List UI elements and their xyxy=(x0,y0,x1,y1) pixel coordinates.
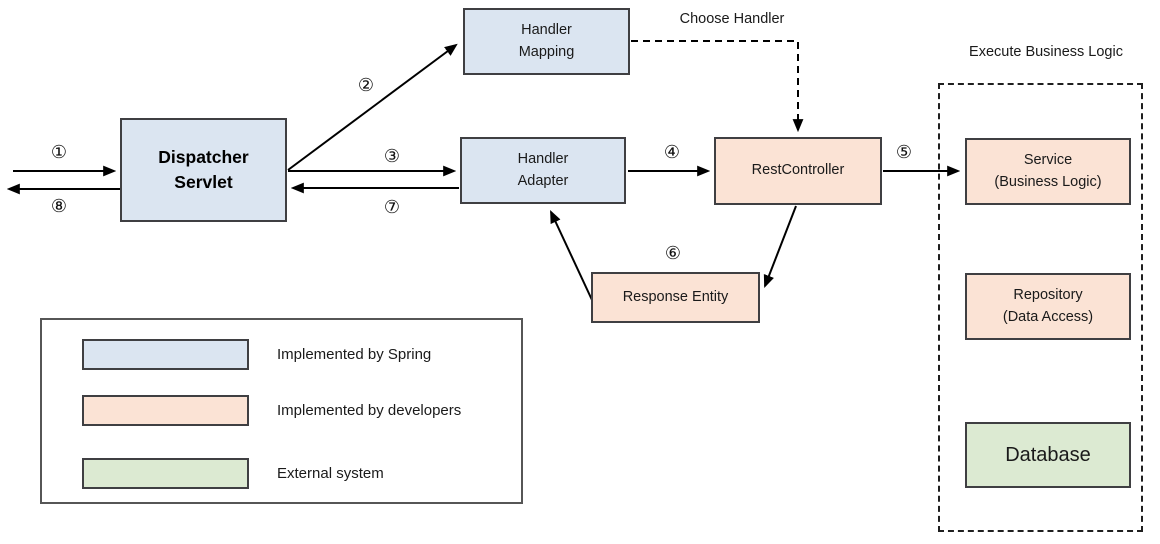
arrow-restcontroller-to-response-entity xyxy=(763,205,797,289)
step-number-8: ⑧ xyxy=(50,196,68,216)
node-response-entity: Response Entity xyxy=(591,272,760,323)
legend-label-external: External system xyxy=(277,465,384,482)
legend-swatch-developers xyxy=(82,395,249,426)
node-handler-mapping: Handler Mapping xyxy=(463,8,630,75)
dashed-arrow-choose-handler xyxy=(631,40,804,133)
step-number-4: ④ xyxy=(663,142,681,162)
choose-handler-label: Choose Handler xyxy=(679,11,785,27)
execute-business-logic-label: Execute Business Logic xyxy=(969,44,1123,60)
legend-box: Implemented by Spring Implemented by dev… xyxy=(40,318,523,504)
step-number-7: ⑦ xyxy=(383,197,401,217)
node-rest-controller: RestController xyxy=(714,137,882,205)
step-number-3: ③ xyxy=(383,146,401,166)
legend-item-external: External system xyxy=(82,458,384,489)
step-number-2: ② xyxy=(357,75,375,95)
legend-item-developers: Implemented by developers xyxy=(82,395,461,426)
node-handler-adapter: Handler Adapter xyxy=(460,137,626,204)
step-number-1: ① xyxy=(50,142,68,162)
node-database: Database xyxy=(965,422,1131,488)
legend-label-spring: Implemented by Spring xyxy=(277,346,432,363)
legend-swatch-external xyxy=(82,458,249,489)
step-number-5: ⑤ xyxy=(895,142,913,162)
node-dispatcher-servlet: Dispatcher Servlet xyxy=(120,118,287,222)
node-repository: Repository (Data Access) xyxy=(965,273,1131,340)
arrow-response-entity-to-handler-adapter xyxy=(550,210,593,301)
legend-swatch-spring xyxy=(82,339,249,370)
node-service: Service (Business Logic) xyxy=(965,138,1131,205)
step-number-6: ⑥ xyxy=(664,243,682,263)
arrow-2-to-handler-mapping xyxy=(287,43,458,171)
legend-item-spring: Implemented by Spring xyxy=(82,339,431,370)
legend-label-developers: Implemented by developers xyxy=(277,402,462,419)
execute-business-logic-container xyxy=(938,83,1143,532)
